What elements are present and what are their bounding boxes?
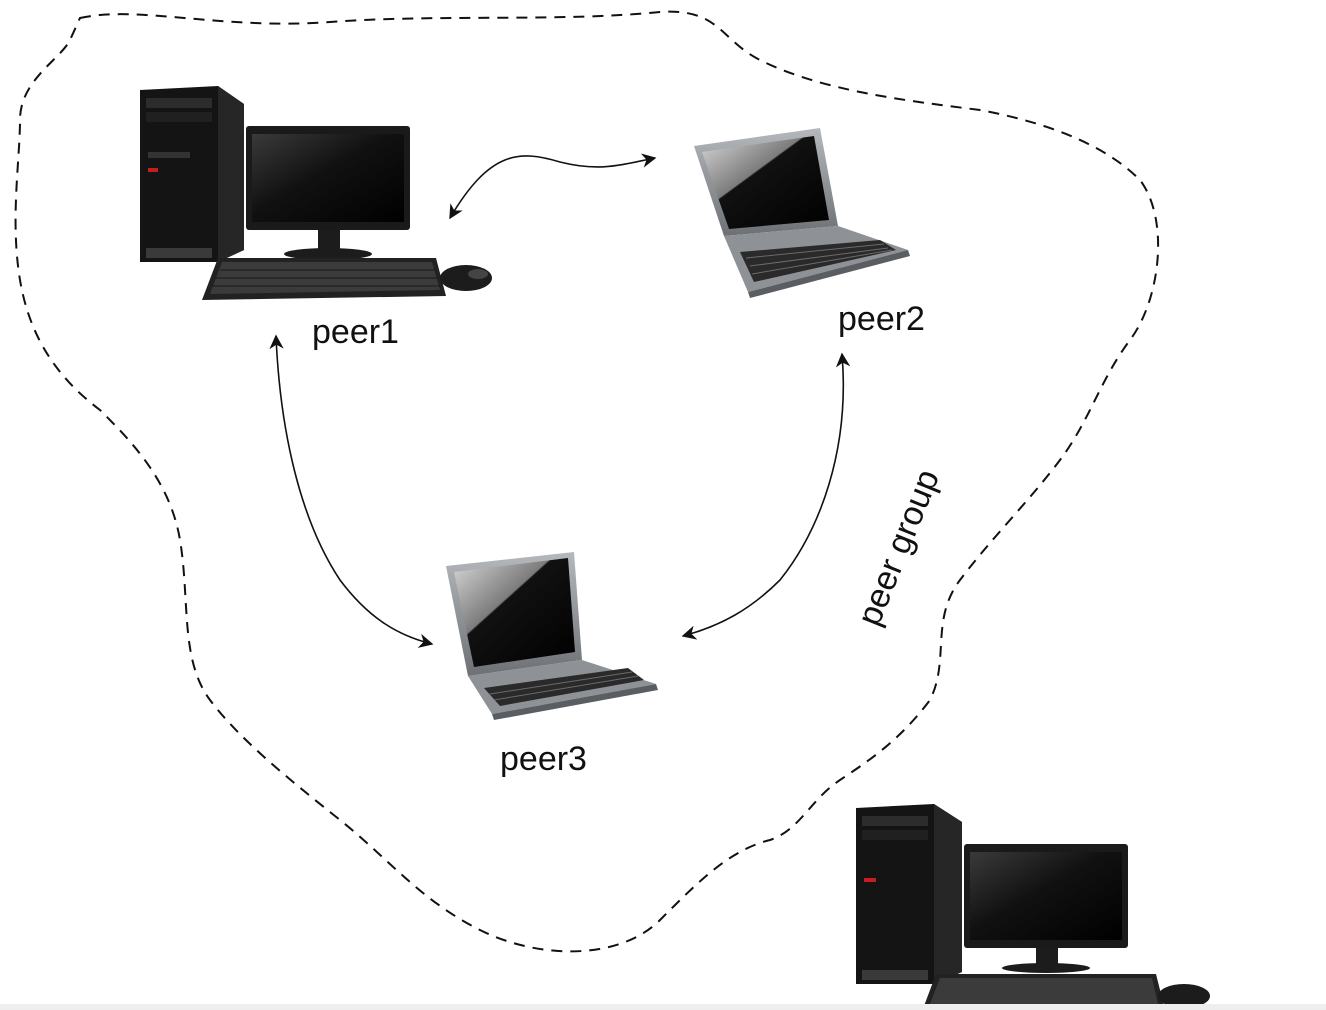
link-peer2-peer3 bbox=[681, 352, 851, 640]
outside-node bbox=[856, 804, 1210, 1008]
link-peer1-peer3 bbox=[269, 334, 434, 648]
bottom-divider bbox=[0, 1004, 1326, 1010]
peer1-label: peer1 bbox=[312, 313, 399, 351]
link-peer1-peer2 bbox=[449, 153, 657, 220]
peer-group-boundary bbox=[14, 10, 1160, 953]
peer3-label: peer3 bbox=[500, 740, 587, 778]
desktop-computer-icon bbox=[856, 804, 1210, 1008]
laptop-icon bbox=[446, 552, 658, 720]
peer1-node: peer1 bbox=[140, 86, 492, 351]
laptop-icon bbox=[694, 128, 910, 298]
desktop-computer-icon bbox=[140, 86, 492, 300]
peer3-node: peer3 bbox=[446, 552, 658, 778]
peer2-node: peer2 bbox=[694, 128, 925, 338]
peer2-label: peer2 bbox=[838, 300, 925, 338]
peer-group-label: peer group bbox=[850, 464, 947, 631]
